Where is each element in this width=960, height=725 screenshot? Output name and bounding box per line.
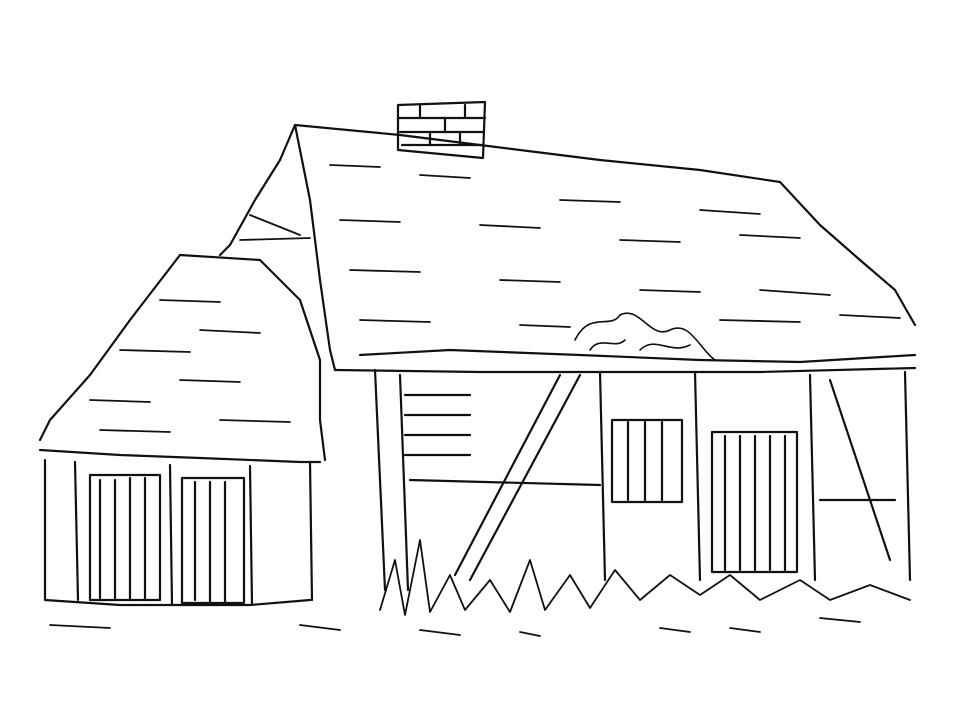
window (610, 418, 684, 504)
barn-door (710, 430, 799, 574)
chimney (396, 100, 487, 160)
roof-texture (89, 164, 901, 433)
lean-to-roof (38, 253, 327, 464)
main-wall-frame (373, 368, 912, 592)
vine (574, 312, 716, 361)
grass (49, 539, 911, 637)
lean-to-wall (43, 458, 314, 607)
main-roof (218, 123, 917, 374)
